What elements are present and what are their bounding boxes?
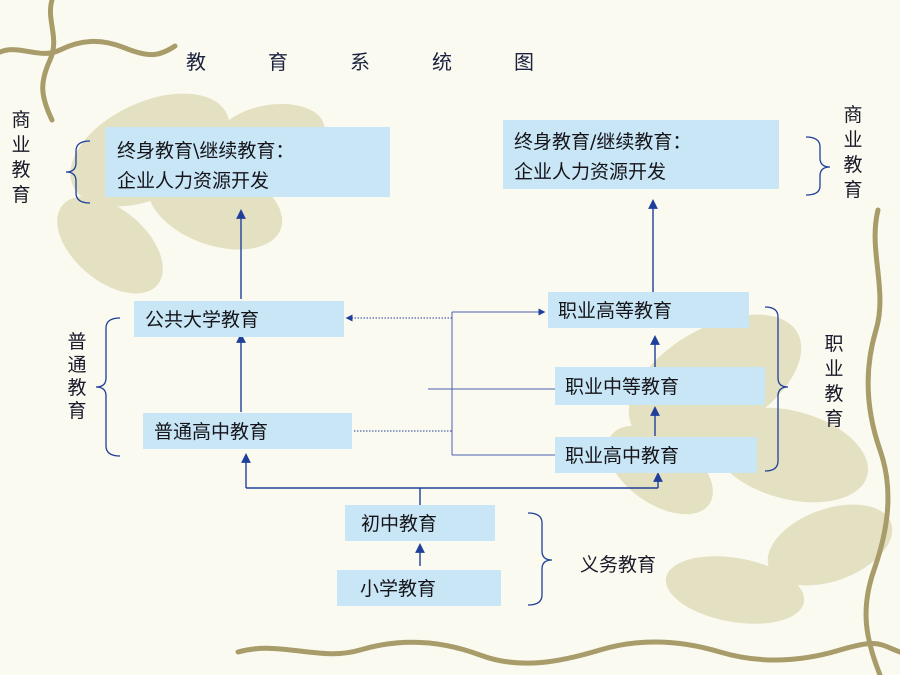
label-char: 教 [11,159,31,181]
title-char: 系 [350,50,370,74]
node-text: 终身教育\继续教育： [117,140,295,162]
label-char: 育 [67,400,87,422]
title-char: 教 [186,50,206,74]
label-char: 业 [843,129,863,151]
label-char: 育 [824,408,844,430]
label-char: 业 [11,134,31,156]
brace-general [95,317,121,457]
group-label-commercial-left: 商 业 教 育 [10,108,32,208]
node-text: 企业人力资源开发 [117,170,270,192]
node-text: 公共大学教育 [145,309,260,331]
group-label-commercial-right: 商 业 教 育 [842,103,864,203]
label-char: 商 [843,104,863,126]
label-char: 教 [824,383,844,405]
label-char: 商 [11,109,31,131]
diagram-title: 教育系统图 [186,46,596,75]
title-char: 育 [268,50,288,74]
node-vocational-high-school: 职业高中教育 [555,437,757,473]
label-char: 普 [67,331,87,353]
label-char: 教 [843,154,863,176]
node-text: 职业中等教育 [565,376,680,398]
node-text: 初中教育 [361,513,438,535]
group-label-vocational: 职 业 教 育 [823,332,845,432]
brace-compulsory [527,512,553,606]
label-char: 职 [824,333,844,355]
brace-vocational [764,306,789,472]
node-text: 职业高等教育 [558,300,673,322]
brace-commercial-right [805,136,831,196]
node-text: 职业高中教育 [565,445,680,467]
node-vocational-secondary: 职业中等教育 [555,367,765,405]
title-char: 图 [514,50,534,74]
title-char: 统 [432,50,452,74]
node-primary: 小学教育 [337,570,501,606]
node-text: 小学教育 [360,578,437,600]
node-junior-middle: 初中教育 [345,505,495,541]
label-char: 育 [11,184,31,206]
label-char: 业 [824,358,844,380]
node-lifelong-right: 终身教育/继续教育： 企业人力资源开发 [503,120,779,189]
node-text: 企业人力资源开发 [514,161,667,183]
group-label-compulsory: 义务教育 [580,554,657,576]
node-text: 普通高中教育 [154,421,269,443]
node-vocational-higher: 职业高等教育 [548,292,749,328]
brace-commercial-left [65,140,91,204]
label-char: 育 [843,179,863,201]
label-char: 教 [67,377,87,399]
node-public-university: 公共大学教育 [134,301,344,337]
node-general-high-school: 普通高中教育 [143,413,352,449]
node-lifelong-left: 终身教育\继续教育： 企业人力资源开发 [105,127,390,197]
group-label-general: 普 通 教 育 [66,331,88,423]
node-text: 终身教育/继续教育： [514,131,692,153]
label-char: 通 [67,354,87,376]
